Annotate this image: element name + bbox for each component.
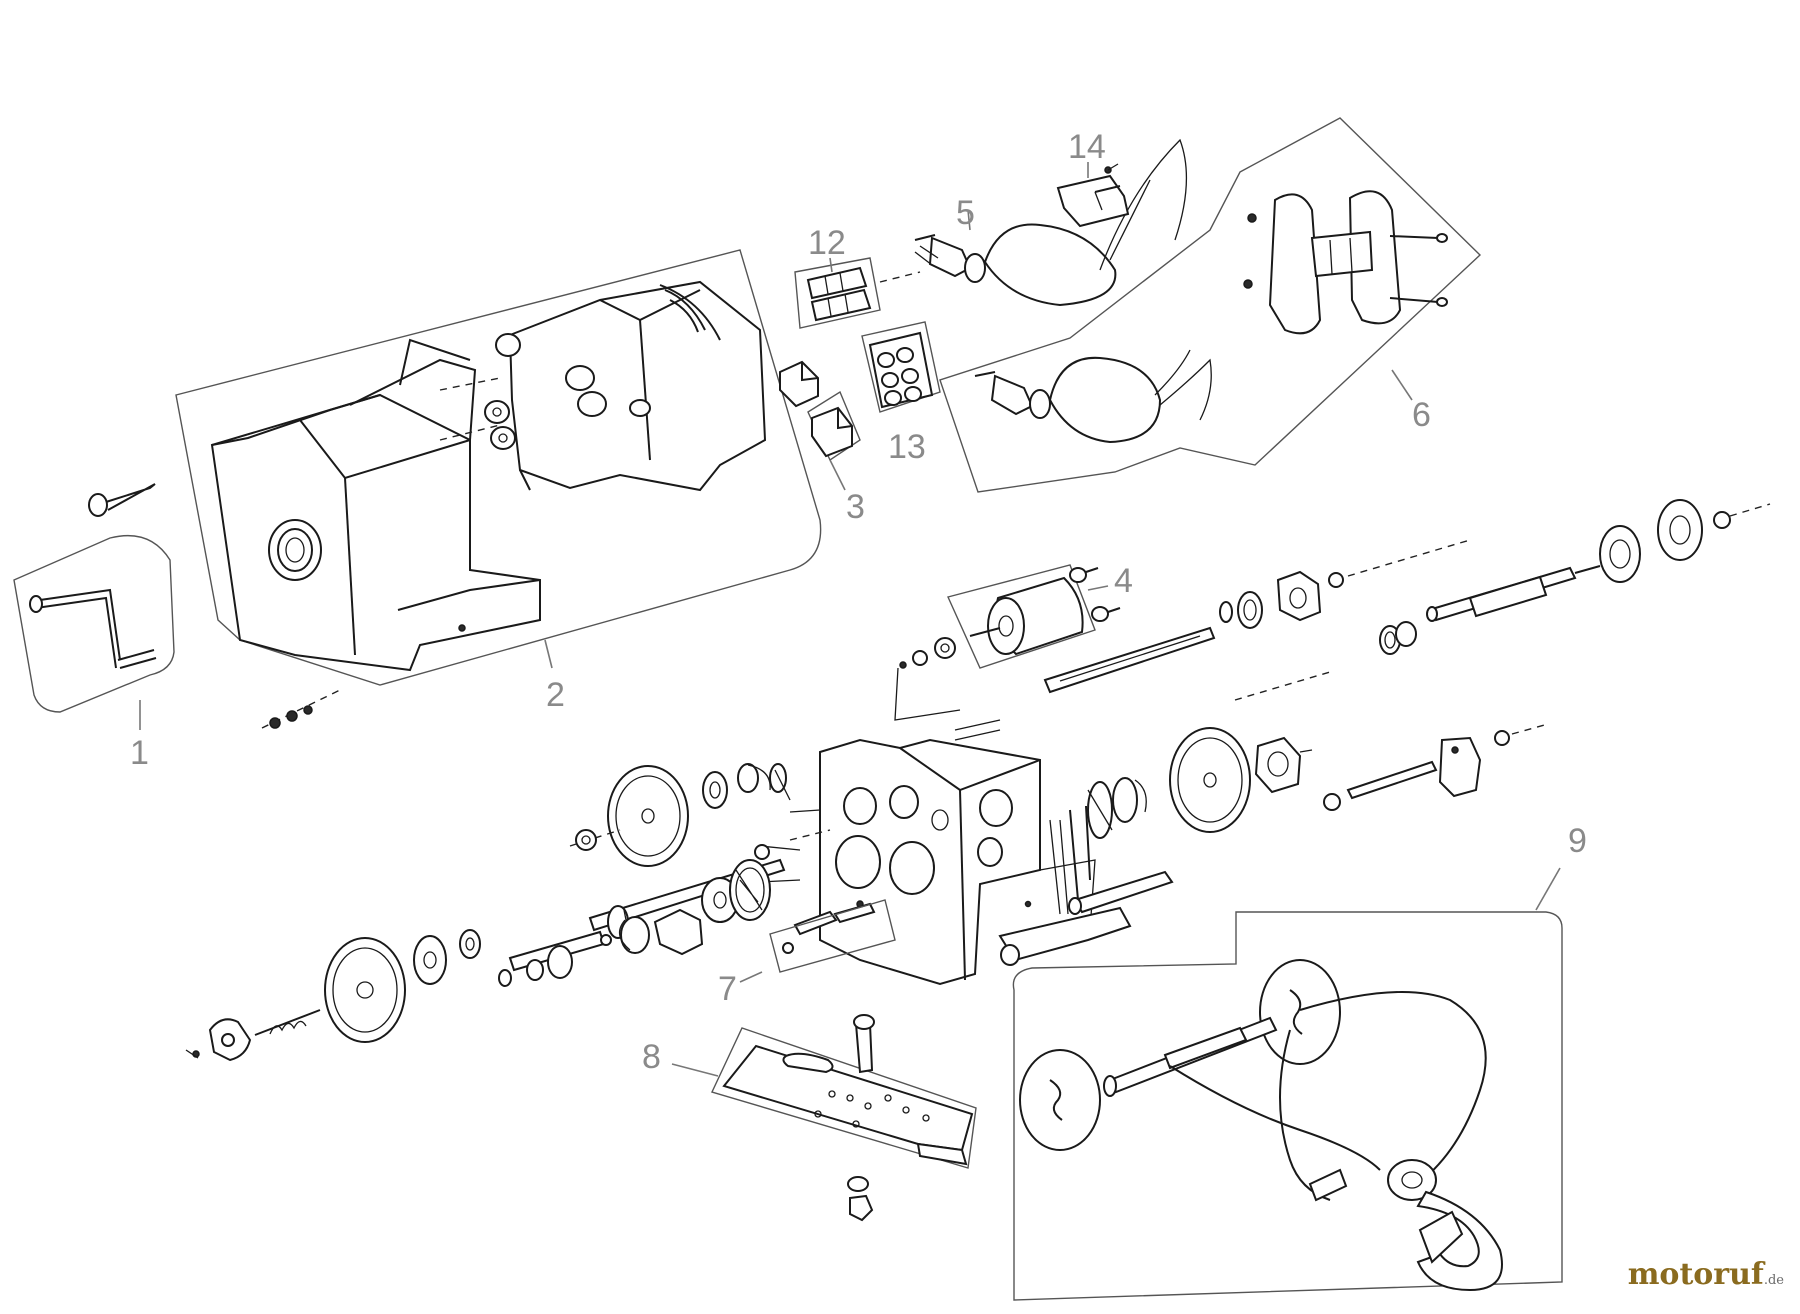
part-8-mounting-plate	[671, 1014, 977, 1222]
motor-nuts	[894, 637, 961, 721]
part-label-14: 14	[1068, 128, 1106, 166]
part-4-motor	[947, 564, 1121, 669]
part-label-2: 2	[546, 676, 565, 714]
part-label-8: 8	[642, 1038, 661, 1076]
central-gear-frame	[759, 719, 1174, 986]
part-14-terminal-strip	[1056, 162, 1130, 228]
part-5-plug-cable	[914, 138, 1188, 307]
part-label-6: 6	[1412, 396, 1431, 434]
part-3-relays	[779, 360, 861, 491]
brand-watermark: motoruf.de	[1628, 1257, 1784, 1292]
part-label-5: 5	[956, 194, 975, 232]
part-label-12: 12	[808, 224, 846, 262]
screw-1	[88, 483, 156, 517]
front-gear-and-knob	[185, 929, 481, 1062]
part-7-pin-bracket	[739, 899, 896, 983]
part-1-crank-handle	[13, 534, 175, 730]
left-gear-assembly	[569, 763, 831, 880]
front-shaft-assembly	[498, 858, 876, 987]
part-label-4: 4	[1114, 562, 1133, 600]
right-gear-assembly	[1087, 723, 1549, 839]
part-label-9: 9	[1568, 822, 1587, 860]
part-9-rope-and-hook	[1012, 867, 1563, 1301]
watermark-tld: .de	[1763, 1273, 1784, 1288]
upper-shaft-assembly	[1043, 499, 1771, 701]
watermark-main: motoruf	[1627, 1257, 1764, 1292]
part-label-13: 13	[888, 428, 926, 466]
bolt-set-housing	[261, 689, 341, 729]
part-12-connectors	[794, 257, 921, 329]
part-2-housing-cover	[175, 249, 822, 686]
part-label-7: 7	[718, 970, 737, 1008]
part-6-switch-housing	[939, 117, 1482, 493]
part-13-contact-block	[861, 321, 941, 413]
part-label-1: 1	[130, 734, 149, 772]
part-label-3: 3	[846, 488, 865, 526]
